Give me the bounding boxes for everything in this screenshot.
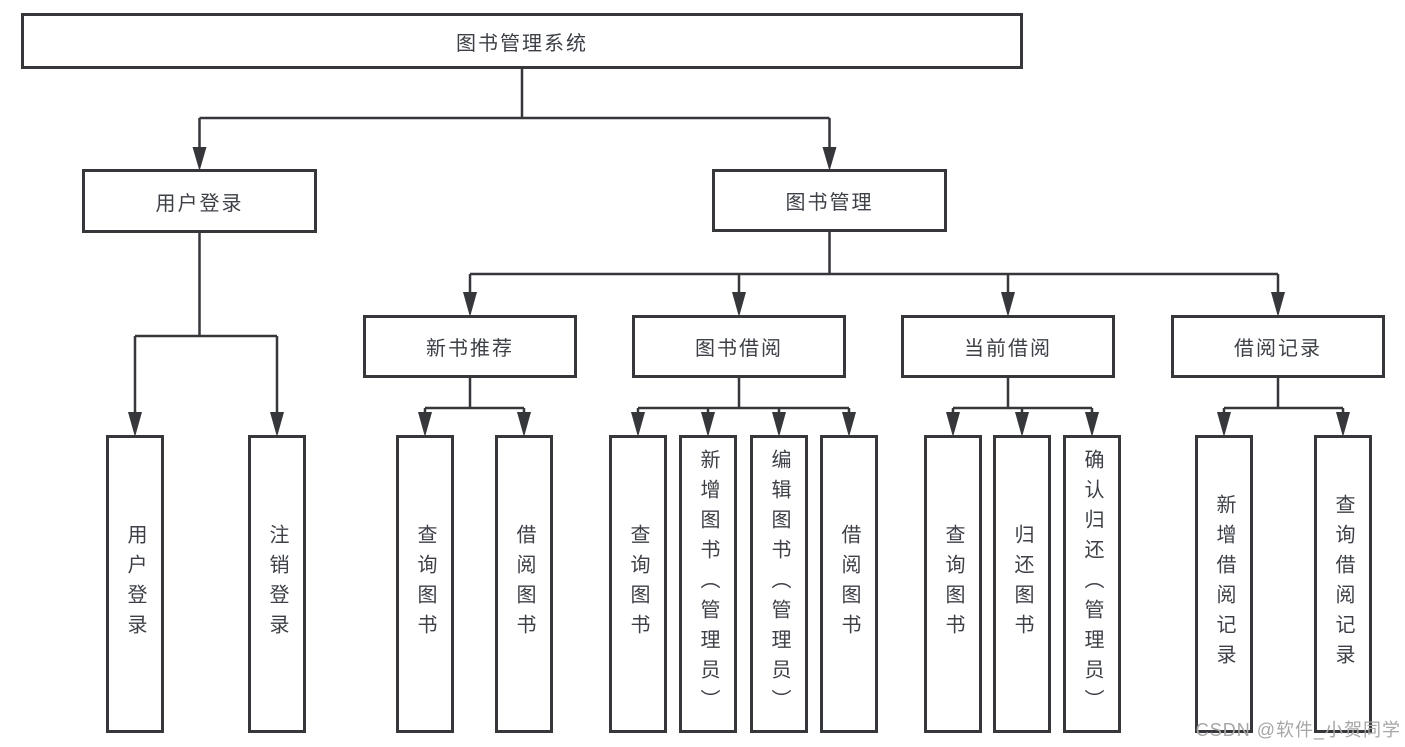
node-leaf-borrow-books-2: 借阅图书 [820, 435, 878, 733]
node-leaf-query-books-1: 查询图书 [396, 435, 454, 733]
leaf-label: 归还图书 [1011, 524, 1033, 644]
arrowhead-icon [270, 412, 284, 437]
node-leaf-edit-books-admin: 编辑图书（管理员） [750, 435, 808, 733]
node-leaf-user-login: 用户登录 [106, 435, 164, 733]
arrowhead-icon [842, 412, 856, 437]
arrowhead-icon [631, 412, 645, 437]
node-new-book-recommend: 新书推荐 [363, 315, 577, 378]
leaf-label: 查询图书 [414, 524, 436, 644]
node-leaf-confirm-return-admin: 确认归还（管理员） [1063, 435, 1121, 733]
leaf-label: 注销登录 [266, 524, 288, 644]
leaf-label: 新增图书（管理员） [697, 449, 719, 719]
arrowhead-icon [946, 412, 960, 437]
node-book-borrow: 图书借阅 [632, 315, 846, 378]
arrowhead-icon [1015, 412, 1029, 437]
arrowhead-icon [128, 412, 142, 437]
node-leaf-add-borrow-record: 新增借阅记录 [1195, 435, 1253, 733]
arrowhead-icon [1085, 412, 1099, 437]
leaf-label: 查询图书 [627, 524, 649, 644]
connector-root [192, 69, 837, 171]
node-leaf-borrow-books-1: 借阅图书 [495, 435, 553, 733]
arrowhead-icon [822, 147, 837, 171]
connector-user-login [128, 233, 284, 437]
arrowhead-icon [463, 292, 477, 317]
connector-borrow-records [1217, 378, 1350, 437]
node-user-login: 用户登录 [82, 169, 317, 233]
node-leaf-query-borrow-record: 查询借阅记录 [1314, 435, 1372, 733]
node-book-management: 图书管理 [712, 169, 947, 232]
leaf-label: 查询借阅记录 [1332, 494, 1354, 674]
arrowhead-icon [1271, 292, 1285, 317]
node-library-system: 图书管理系统 [21, 13, 1023, 69]
leaf-label: 编辑图书（管理员） [768, 449, 790, 719]
arrowhead-icon [1217, 412, 1231, 437]
arrowhead-icon [732, 292, 746, 317]
arrowhead-icon [772, 412, 786, 437]
watermark-text: CSDN @软件_小贺同学 [1195, 720, 1401, 740]
connector-book-borrow [631, 378, 856, 437]
leaf-label: 借阅图书 [513, 524, 535, 644]
arrowhead-icon [418, 412, 432, 437]
leaf-label: 新增借阅记录 [1213, 494, 1235, 674]
connector-new-book-recommend [418, 378, 531, 437]
arrowhead-icon [517, 412, 531, 437]
arrowhead-icon [1001, 292, 1015, 317]
node-leaf-return-books: 归还图书 [993, 435, 1051, 733]
leaf-label: 确认归还（管理员） [1081, 449, 1103, 719]
node-leaf-query-books-2: 查询图书 [609, 435, 667, 733]
connector-current-borrow [946, 378, 1099, 437]
arrowhead-icon [701, 412, 715, 437]
node-leaf-add-books-admin: 新增图书（管理员） [679, 435, 737, 733]
leaf-label: 查询图书 [942, 524, 964, 644]
arrowhead-icon [1336, 412, 1350, 437]
node-leaf-query-books-3: 查询图书 [924, 435, 982, 733]
leaf-label: 借阅图书 [838, 524, 860, 644]
node-borrow-records: 借阅记录 [1171, 315, 1385, 378]
leaf-label: 用户登录 [124, 524, 146, 644]
connector-book-management [463, 232, 1285, 317]
arrowhead-icon [192, 147, 207, 171]
node-current-borrow: 当前借阅 [901, 315, 1115, 378]
node-leaf-logout: 注销登录 [248, 435, 306, 733]
